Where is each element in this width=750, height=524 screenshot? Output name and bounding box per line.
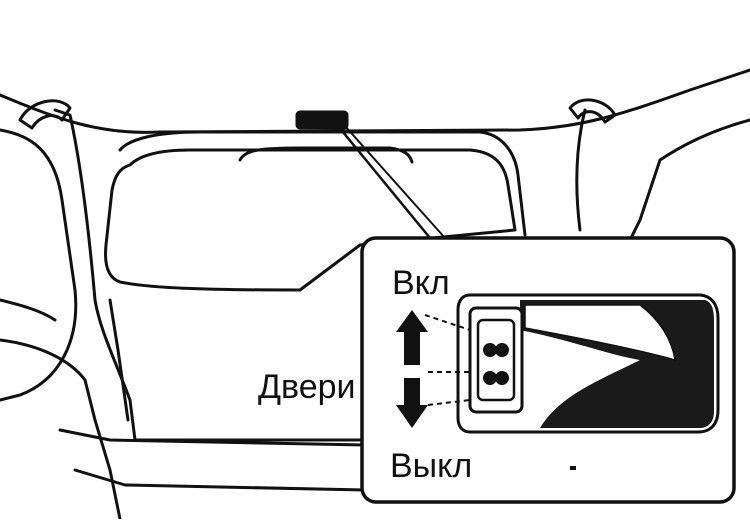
label-off: Выкл [390,447,473,485]
cargo-floor2 [73,468,367,492]
dot-mark [570,466,576,470]
right-grab-handle [568,98,617,124]
left-pillar-inner [53,108,97,302]
rear-window [104,148,517,292]
leader-line-2 [344,125,446,239]
leader-line [336,124,432,240]
side-body-left [0,338,122,521]
side-body-left2 [0,298,57,322]
upper-trim [238,146,414,164]
bulb-icon [483,343,509,385]
label-doors: Двери [258,368,356,406]
cargo-floor [58,428,367,447]
dome-lamp [295,110,349,130]
liftgate-outer [118,130,527,237]
liftgate-lower [93,298,367,442]
lamp-switch [468,306,524,414]
arrow-down-icon [396,378,428,428]
liftgate-side [108,298,130,422]
roof-edge [0,68,750,134]
lamp-closeup [424,293,720,434]
left-pillar [0,128,78,402]
arrow-up-icon [396,310,428,365]
right-pillar-inner [575,108,587,232]
left-grab-handle [18,99,72,130]
right-pillar [623,118,750,252]
label-on: Вкл [392,264,450,302]
